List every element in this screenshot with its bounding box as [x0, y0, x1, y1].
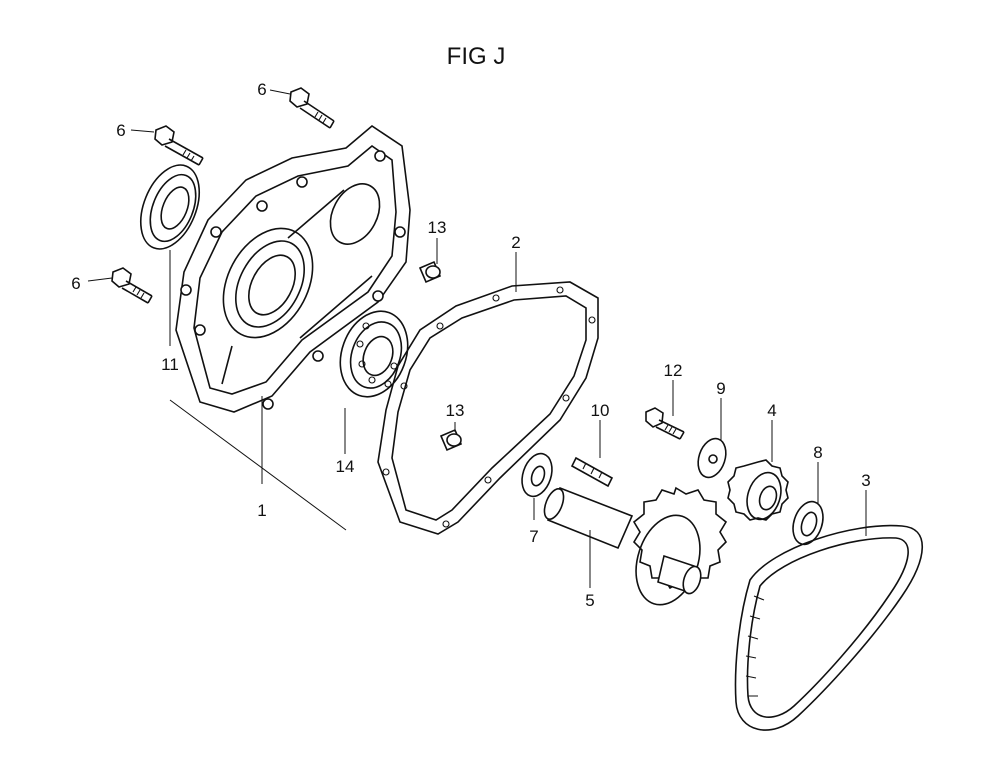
- dowel-pin-lower: [439, 428, 463, 452]
- callout-8: 8: [813, 443, 822, 462]
- callout-10: 10: [591, 401, 610, 420]
- callout-6-lower-left: 6: [71, 274, 80, 293]
- figure-title: FIG J: [447, 43, 506, 70]
- callout-4: 4: [767, 401, 776, 420]
- gasket: [377, 281, 599, 535]
- bolt-upper-left: [154, 125, 204, 166]
- bolt-top: [289, 87, 335, 129]
- callout-13-lower: 13: [446, 401, 465, 420]
- woodruff-key: [570, 456, 614, 488]
- callout-13-upper: 13: [428, 218, 447, 237]
- callout-6-top: 6: [257, 80, 266, 99]
- dowel-pin-upper: [418, 260, 442, 284]
- bolt-lower-left: [111, 267, 153, 304]
- flange-bolt: [645, 407, 685, 440]
- oil-seal: [139, 164, 201, 250]
- case-cover: [175, 125, 411, 413]
- callout-12: 12: [664, 361, 683, 380]
- leader-lines: [87, 89, 867, 588]
- plain-washer: [697, 437, 727, 479]
- callout-1: 1: [257, 501, 266, 520]
- drive-shaft-sprocket: [543, 486, 728, 606]
- callout-14: 14: [336, 457, 355, 476]
- drive-sprocket: [727, 459, 789, 521]
- callout-6-upper-left: 6: [116, 121, 125, 140]
- ball-bearing: [339, 310, 409, 398]
- callout-3: 3: [861, 471, 870, 490]
- callout-2: 2: [511, 233, 520, 252]
- thrust-washer: [521, 452, 553, 498]
- callout-7: 7: [529, 527, 538, 546]
- callout-11: 11: [161, 355, 179, 374]
- spacer-seal: [792, 500, 824, 546]
- callout-5: 5: [585, 591, 594, 610]
- drive-chain: [734, 524, 923, 731]
- callout-9: 9: [716, 379, 725, 398]
